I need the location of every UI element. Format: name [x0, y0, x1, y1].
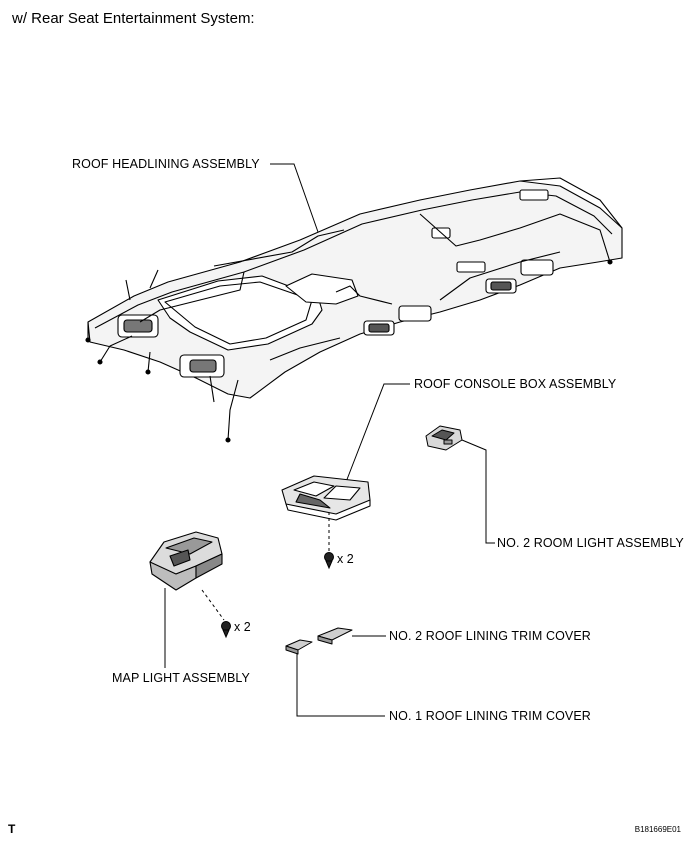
console-screw-quantity: x 2 — [337, 552, 354, 566]
corner-mark: T — [8, 822, 16, 836]
map-light-drawing — [149, 531, 223, 591]
label-no1-roof-lining-trim-cover: NO. 1 ROOF LINING TRIM COVER — [389, 709, 591, 723]
leader-no2-room-light — [461, 439, 495, 544]
leader-roof-console — [345, 383, 410, 483]
label-roof-headlining-assembly: ROOF HEADLINING ASSEMBLY — [72, 157, 260, 171]
console-screw-icon — [324, 552, 334, 570]
header-title: w/ Rear Seat Entertainment System: — [12, 10, 255, 27]
no1-trim-cover-drawing — [285, 639, 313, 655]
screw-dash-map — [201, 589, 225, 621]
map-light-screw-quantity: x 2 — [234, 620, 251, 634]
label-map-light-assembly: MAP LIGHT ASSEMBLY — [112, 671, 250, 685]
roof-console-box-drawing — [281, 475, 371, 521]
leader-no1-trim — [296, 650, 385, 717]
label-roof-console-box-assembly: ROOF CONSOLE BOX ASSEMBLY — [414, 377, 617, 391]
label-no2-roof-lining-trim-cover: NO. 2 ROOF LINING TRIM COVER — [389, 629, 591, 643]
roof-headlining-drawing — [85, 177, 623, 443]
leader-roof-headlining — [270, 163, 319, 233]
no2-room-light-drawing — [425, 425, 463, 451]
label-no2-room-light-assembly: NO. 2 ROOM LIGHT ASSEMBLY — [497, 536, 684, 550]
map-light-screw-icon — [221, 621, 231, 639]
no2-trim-cover-drawing — [317, 627, 353, 645]
figure-id: B181669E01 — [634, 825, 681, 834]
